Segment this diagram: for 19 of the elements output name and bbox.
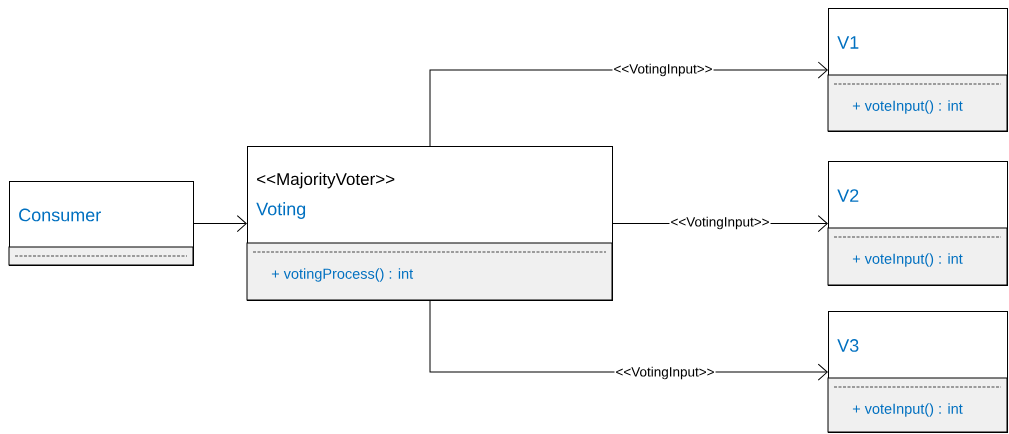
class-name: Voting xyxy=(256,202,306,219)
class-box xyxy=(827,8,1008,132)
edge-label: <<VotingInput>> xyxy=(612,62,714,78)
method-text: + voteInput() : int xyxy=(852,403,963,417)
edge-label: <<VotingInput>> xyxy=(669,215,771,231)
edge-label: <<VotingInput>> xyxy=(614,365,716,381)
class-name: V3 xyxy=(837,339,859,352)
class-name: Consumer xyxy=(19,208,101,222)
class-box xyxy=(246,146,613,301)
class-box xyxy=(827,161,1008,286)
method-text: + voteInput() : int xyxy=(852,100,963,114)
class-name: V2 xyxy=(837,189,859,202)
class-name: V1 xyxy=(837,36,859,49)
class-box xyxy=(8,181,194,266)
method-text: + voteInput() : int xyxy=(852,253,963,267)
method-text: + votingProcess() : int xyxy=(271,268,414,282)
class-box xyxy=(827,311,1008,433)
arrow xyxy=(193,215,247,232)
stereotype-label: <<MajorityVoter>> xyxy=(257,172,395,189)
